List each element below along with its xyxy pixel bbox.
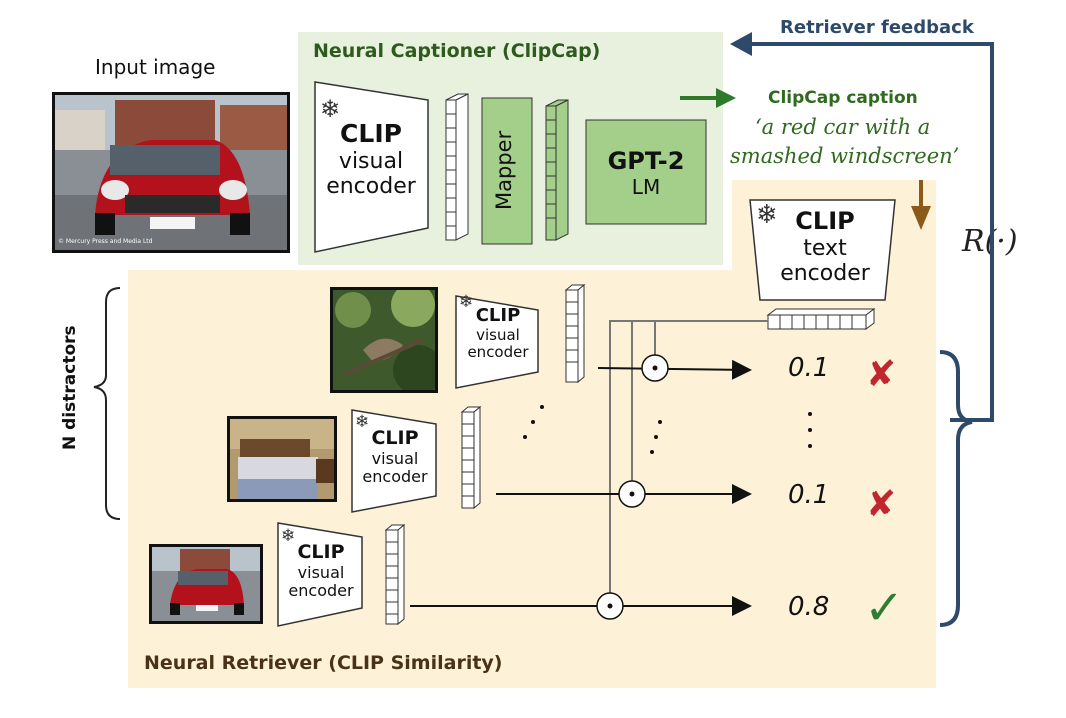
captioner-encoder-name: CLIP	[340, 119, 402, 148]
retriever-encoder-label-2: CLIP visual encoder	[356, 427, 434, 487]
retriever-encoder-name-3: CLIP	[297, 541, 345, 563]
text-encoder-line3: encoder	[780, 260, 870, 286]
retriever-encoder-line3-1: encoder	[467, 342, 529, 361]
captioner-embedding-1	[445, 93, 469, 241]
ellipsis-dots	[523, 405, 812, 454]
n-distractors-label: N distractors	[60, 325, 80, 450]
retriever-embedding-3	[384, 523, 406, 626]
retriever-encoder-shape-1	[455, 295, 539, 389]
cross-icon-1: ✘	[866, 354, 897, 395]
input-image-label: Input image	[95, 55, 216, 79]
gpt2-name: GPT-2	[607, 147, 685, 175]
distractor-image-bedroom	[227, 416, 337, 502]
retriever-encoder-name-1: CLIP	[475, 305, 521, 326]
retriever-embedding-2	[460, 405, 482, 510]
retriever-encoder-line2-3: visual	[297, 562, 345, 582]
retriever-encoder-line3-2: encoder	[362, 467, 428, 487]
retriever-encoder-shape-2	[351, 409, 437, 513]
text-encoder-shape	[749, 199, 896, 301]
retriever-encoder-label-1: CLIP visual encoder	[460, 305, 536, 361]
score-3: 0.8	[788, 592, 830, 622]
clipcap-caption-label: ClipCap caption	[768, 88, 918, 108]
retriever-embedding-1	[564, 283, 586, 384]
gpt2-label: GPT-2 LM	[586, 147, 706, 199]
cross-icon-2: ✘	[866, 484, 897, 525]
text-encoder-name: CLIP	[795, 207, 855, 235]
retriever-title: Neural Retriever (CLIP Similarity)	[144, 652, 503, 674]
captioner-encoder-label: CLIP visual encoder	[316, 119, 426, 200]
retriever-snowflake-icon-3: ❄	[281, 526, 296, 546]
distractors-brace	[93, 287, 121, 520]
text-encoder-snowflake-icon: ❄	[756, 200, 778, 230]
caption-arrowhead	[716, 88, 736, 108]
candidate-car-image	[149, 544, 263, 624]
captioner-visual-encoder-shape	[314, 81, 429, 253]
captioner-embedding-2	[545, 99, 569, 241]
distractor-image-bird	[330, 287, 438, 393]
text-embedding-bar	[766, 308, 876, 330]
retriever-encoder-line2-1: visual	[476, 325, 520, 344]
text-embedding-branches	[609, 320, 768, 596]
input-car-image: © Mercury Press and Media Ltd	[52, 92, 290, 253]
caption-line-2: smashed windscreen’	[730, 144, 960, 168]
r-function: R(·)	[962, 224, 1018, 259]
text-encoder-line2: text	[803, 235, 847, 261]
captioner-encoder-line3: encoder	[326, 174, 416, 200]
gpt2-block	[585, 119, 707, 225]
score-1: 0.1	[788, 353, 830, 383]
retriever-encoder-line2-2: visual	[371, 448, 419, 468]
retriever-encoder-label-3: CLIP visual encoder	[282, 541, 360, 601]
feedback-arrowhead	[730, 32, 752, 56]
image-watermark: © Mercury Press and Media Ltd	[58, 238, 153, 245]
captioner-title: Neural Captioner (ClipCap)	[313, 40, 601, 62]
gpt2-sub: LM	[631, 174, 661, 199]
captioner-encoder-line2: visual	[338, 148, 404, 174]
captioner-blocks	[314, 81, 707, 253]
mapper-block	[481, 97, 533, 245]
caption-line-1: ‘a red car with a	[755, 115, 931, 139]
retriever-encoder-name-2: CLIP	[371, 427, 419, 449]
retriever-snowflake-icon-2: ❄	[355, 412, 370, 432]
scores-brace	[939, 350, 973, 627]
similarity-line-1	[597, 359, 752, 380]
retriever-encoder-shape-3	[277, 522, 363, 627]
snowflake-icon: ❄	[320, 95, 341, 123]
retriever-encoder-line3-3: encoder	[288, 581, 354, 601]
score-2: 0.1	[788, 480, 830, 510]
retriever-snowflake-icon-1: ❄	[459, 292, 474, 312]
text-encoder-label: CLIP text encoder	[760, 207, 890, 286]
text-encoder-arrowhead	[911, 206, 931, 230]
check-icon: ✓	[864, 580, 905, 636]
feedback-label: Retriever feedback	[780, 17, 974, 38]
